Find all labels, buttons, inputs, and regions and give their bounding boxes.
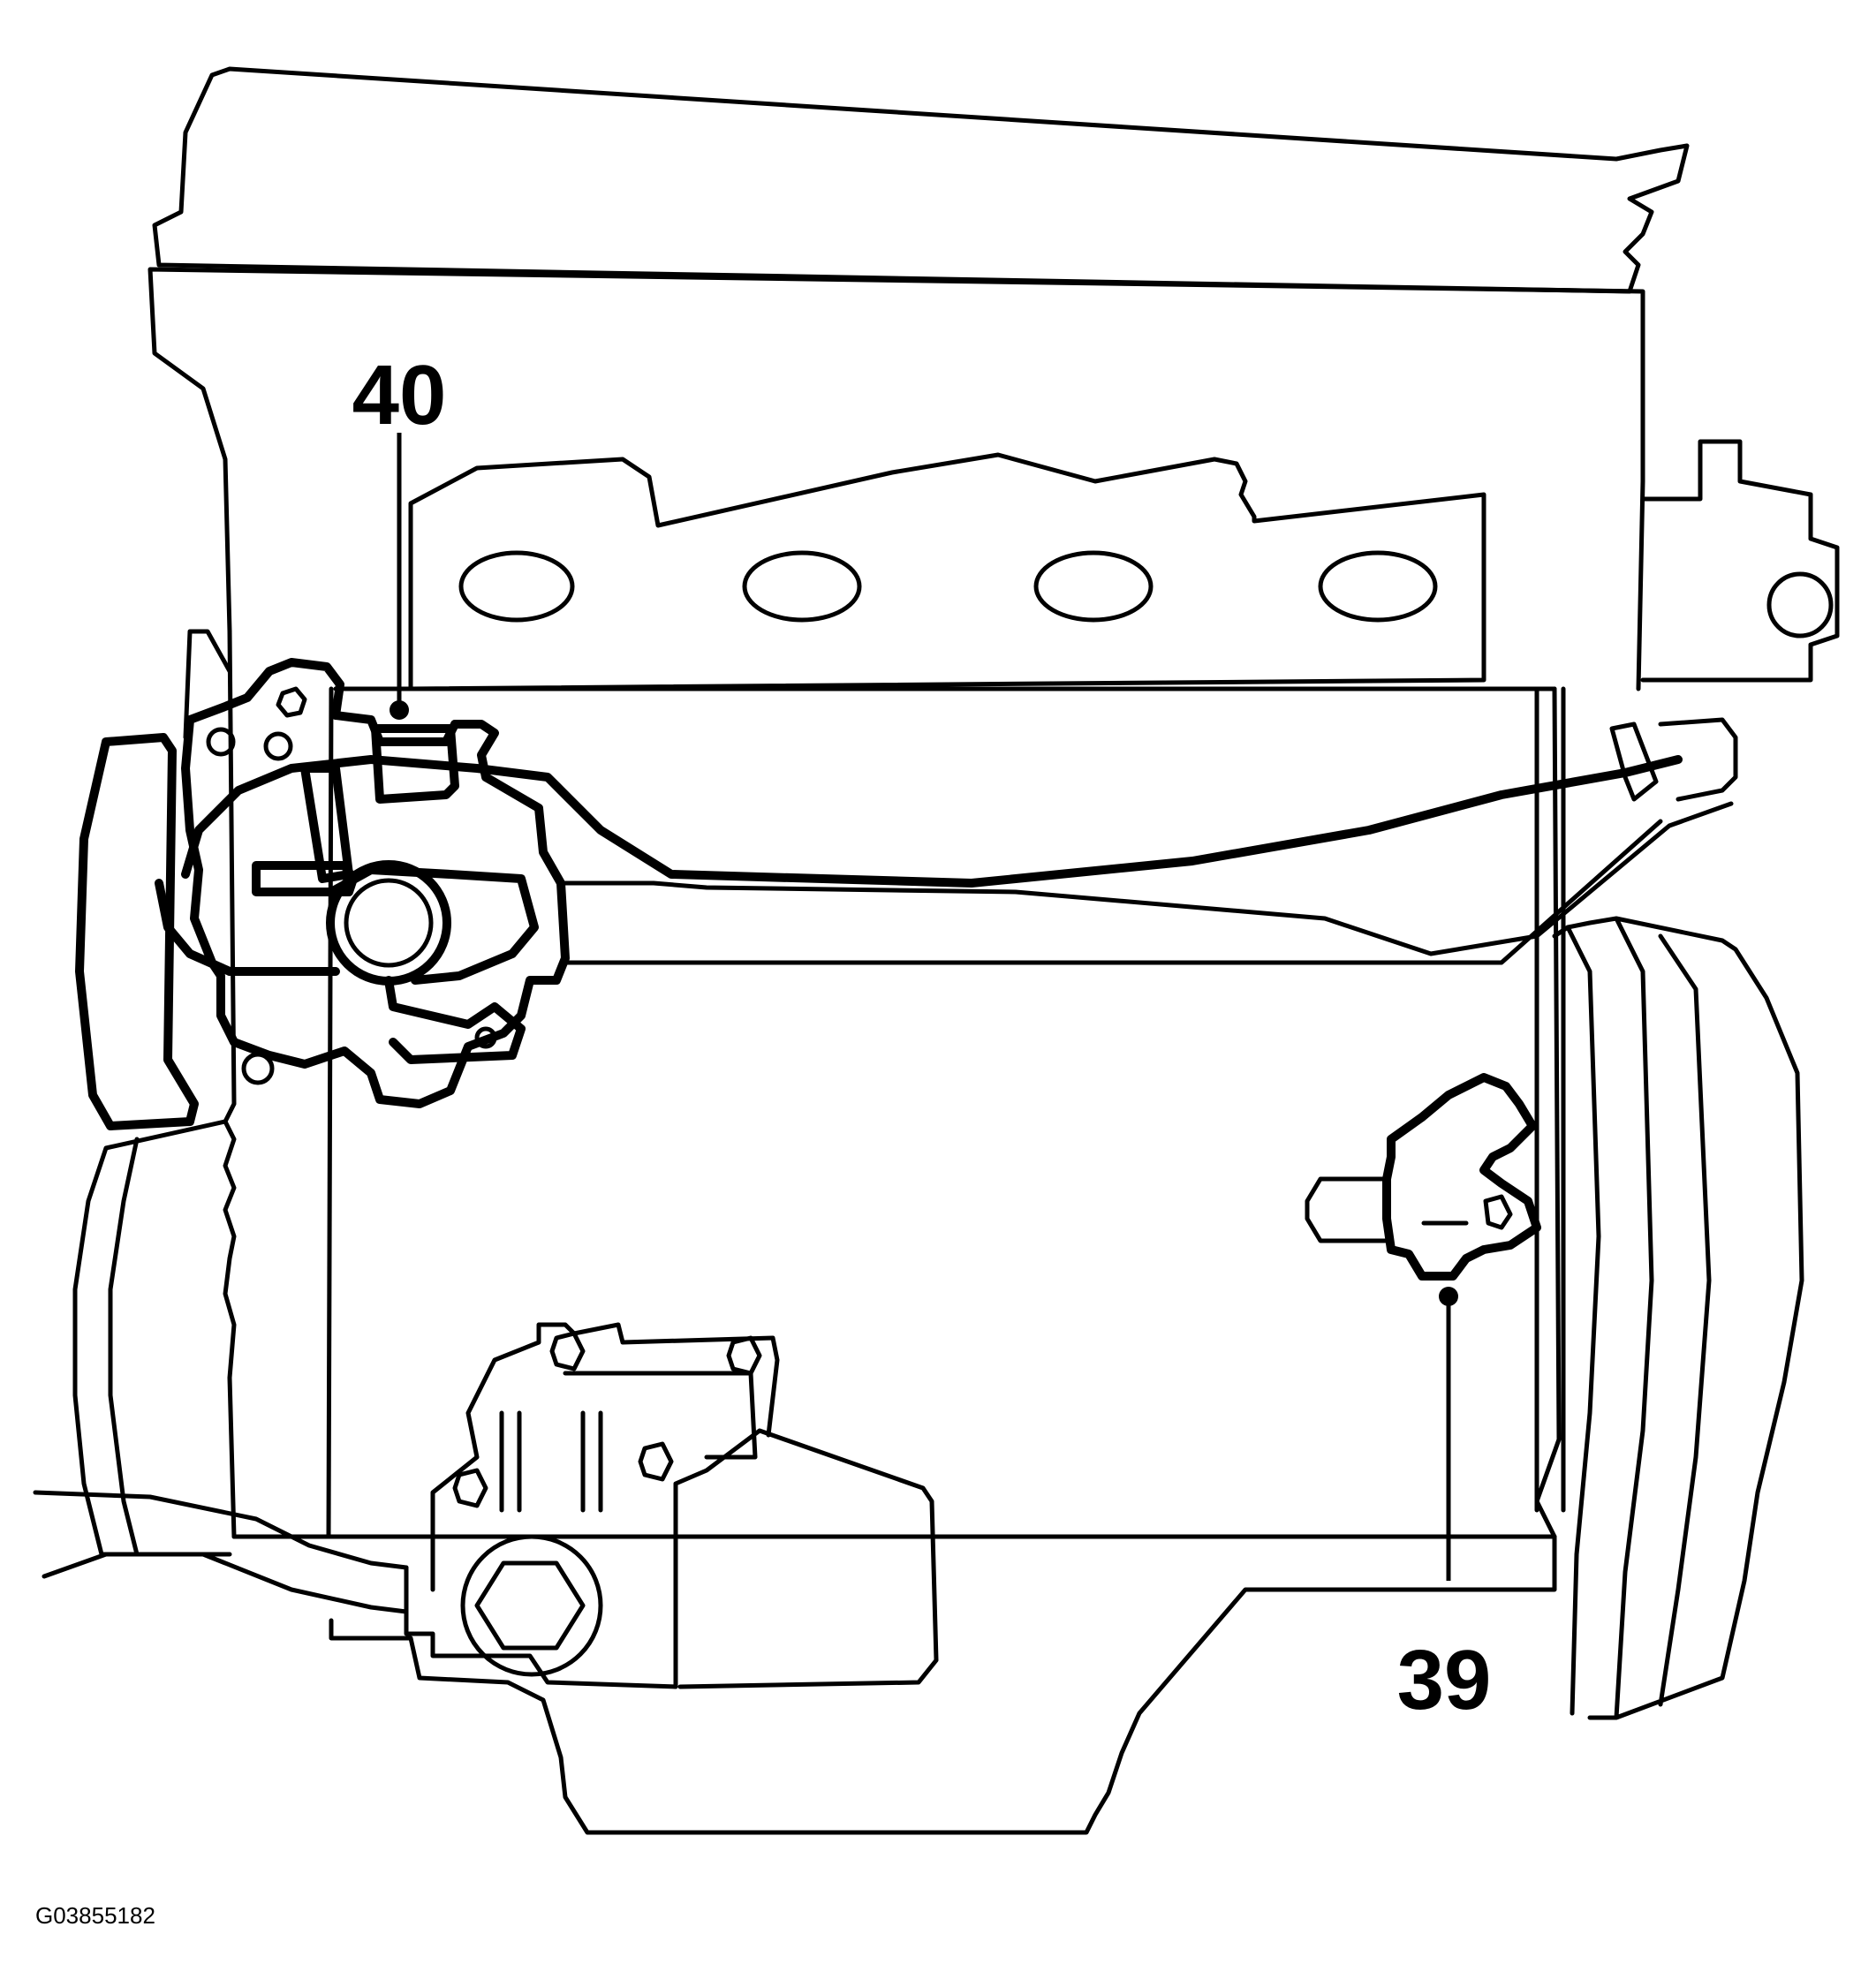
callout-39-label: 39 [1397,1633,1492,1727]
mount-bolt-hex [276,686,307,718]
drain-plug-ring [460,1534,603,1677]
pipe-end [1658,717,1738,802]
mount-bolt-3 [241,1052,275,1085]
throttle-lever [384,976,526,1064]
vertical-tube [1534,686,1566,1513]
right-bracket-boss [1766,571,1834,638]
top-fitting [371,724,459,804]
oil-filter-housing [404,1322,939,1689]
valve-cover [152,66,1690,294]
left-lower-pulley [72,1119,232,1557]
callout-40-label: 40 [352,348,447,442]
transmission-hose [33,1490,409,1614]
manifold-flange [408,452,1486,691]
callout-39: 39 [1397,1287,1492,1727]
mount-bolt-1 [206,727,236,757]
throttle-body [181,658,570,1108]
port-3 [1033,550,1154,623]
housing-bolt-1 [549,1331,586,1371]
right-bracket [1640,439,1840,683]
lever-pivot [474,1026,497,1049]
crank-sensor-detail [1421,1194,1513,1230]
pipe-clamp [1609,722,1659,802]
dipstick-pipe [563,801,1734,965]
port-2 [742,550,862,623]
cylinder-head [148,267,1645,691]
sensor-plug-body [1305,1176,1389,1243]
highlighted-components [75,658,1683,1281]
port-1 [458,550,575,623]
callout-40: 40 [352,348,447,720]
throttle-bore-housing [327,865,539,985]
mount-bolt-2 [263,731,293,761]
figure-id: G03855182 [35,1902,155,1929]
housing-ribs [499,1410,603,1513]
hose-clamp [300,764,353,883]
crank-pulley-right [1552,916,1804,1720]
crank-sensor [1382,1073,1541,1281]
engine-outline [33,66,1840,1835]
callout-39-dot [1439,1287,1458,1306]
drain-plug-hex [474,1560,586,1651]
port-4 [1318,550,1438,623]
housing-bolt-2 [726,1335,762,1376]
housing-bolt-3 [452,1468,488,1508]
left-upper-pulley [75,733,199,1130]
housing-bolt-4 [638,1441,674,1482]
oil-pan [231,1534,1557,1835]
throttle-bore-inner [344,878,434,968]
throttle-tab [252,861,358,896]
callout-40-dot [390,700,409,720]
throttle-hose [155,755,1683,976]
